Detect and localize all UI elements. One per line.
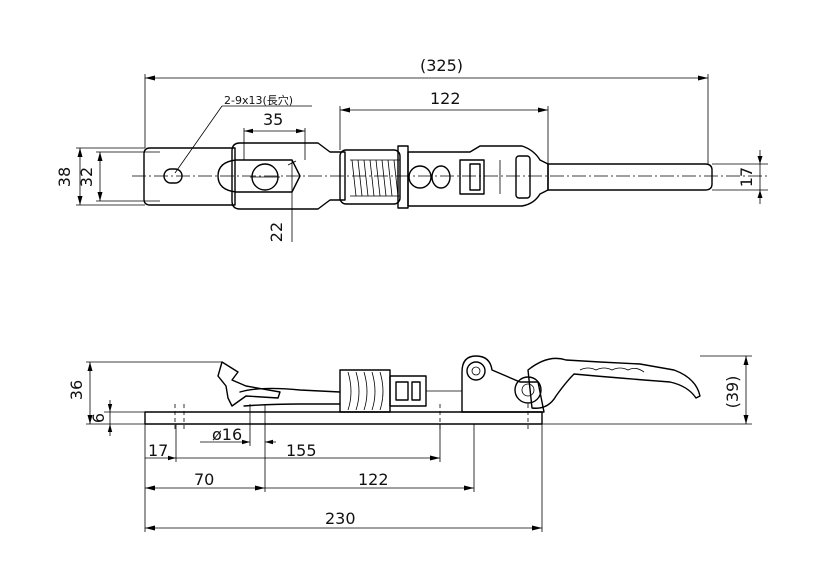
top-handle [547, 163, 713, 191]
top-link-pin [408, 165, 432, 189]
top-spring-housing [339, 149, 401, 205]
dim-spring-length: 122 [430, 89, 461, 108]
slot-note: 2-9x13(長穴) [224, 93, 293, 107]
top-view-dimensions: (325) 122 35 2-9x13(長穴) 38 32 [55, 56, 768, 242]
top-hook-plate [231, 142, 346, 210]
side-view [144, 355, 701, 430]
dim-span-70: 70 [194, 470, 214, 489]
dim-overall-length: (325) [420, 56, 463, 75]
dim-diameter: ø16 [212, 425, 242, 444]
top-link-block [459, 159, 485, 195]
dim-span-122: 122 [358, 470, 389, 489]
side-handle-pivot [514, 376, 542, 404]
dim-handle-height: (39) [723, 376, 742, 409]
side-view-dimensions: 36 6 (39) 17 ø16 155 [67, 355, 752, 532]
top-base-plate [143, 147, 236, 206]
side-hook [217, 361, 281, 407]
dim-height-outer: 38 [55, 167, 74, 187]
top-view [132, 142, 770, 210]
side-draw-rod [239, 387, 341, 407]
side-base-plate [144, 411, 543, 425]
dim-offset: 22 [267, 222, 286, 242]
top-slot [163, 168, 183, 184]
dim-hole-spacing: 35 [263, 110, 283, 129]
dim-edge-offset: 17 [148, 441, 168, 460]
dim-handle-width: 17 [737, 167, 756, 187]
top-hook-tongue [217, 159, 301, 193]
dim-height-inner: 32 [77, 167, 96, 187]
dim-base-length: 230 [325, 509, 356, 528]
side-bracket [461, 355, 545, 413]
top-spring [350, 159, 400, 197]
top-link-hinge [515, 155, 531, 199]
side-spring [347, 371, 384, 411]
dim-span-155: 155 [286, 441, 317, 460]
dim-plate-thickness: 6 [89, 413, 108, 423]
dim-side-height: 36 [67, 380, 86, 400]
side-handle [527, 357, 701, 409]
side-bracket-pin [466, 361, 486, 381]
